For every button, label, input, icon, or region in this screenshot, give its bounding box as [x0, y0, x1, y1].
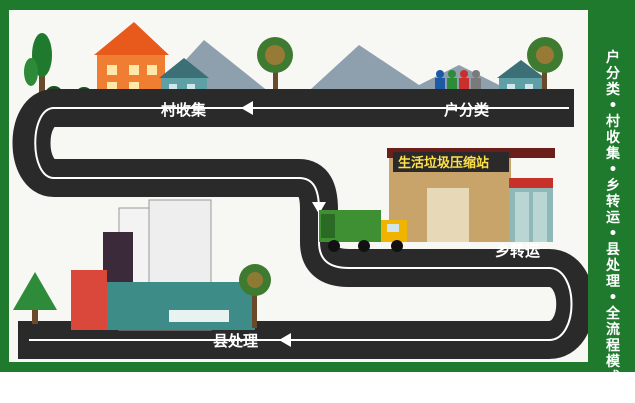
side-banner-text: 户分类•村收集•乡转运•县处理•全流程模式	[606, 50, 620, 386]
diagram-panel: 户分类 村收集 乡转运 县处理 生活垃圾压缩站	[9, 10, 588, 362]
county-city-buildings	[71, 199, 255, 331]
tree-trunk	[39, 65, 45, 103]
sorting-bins-icon	[435, 70, 481, 96]
arrow-left-icon	[241, 101, 253, 115]
side-banner: 户分类•村收集•乡转运•县处理•全流程模式	[596, 10, 630, 386]
tree-trunk	[273, 65, 278, 103]
step-label-village: 村收集	[161, 101, 207, 119]
arrow-down-icon	[312, 202, 326, 214]
step-label-county: 县处理	[213, 332, 258, 350]
pine-tree	[13, 272, 57, 310]
tree-crown	[24, 58, 38, 86]
tree-trunk	[542, 65, 547, 105]
tree-fruit	[247, 272, 263, 288]
tree-trunk	[252, 292, 257, 328]
tree-fruit	[536, 46, 554, 64]
step-label-township: 乡转运	[495, 242, 540, 260]
arrow-left-icon	[279, 333, 291, 347]
station-sign-board	[393, 152, 509, 172]
process-diagram: 户分类 村收集 乡转运 县处理 生活垃圾压缩站	[12, 22, 588, 359]
tree-trunk	[32, 310, 38, 324]
garbage-truck-icon	[319, 210, 407, 252]
tree-fruit	[265, 45, 285, 65]
step-label-household: 户分类	[444, 101, 490, 119]
station-sign-text: 生活垃圾压缩站	[398, 155, 489, 171]
